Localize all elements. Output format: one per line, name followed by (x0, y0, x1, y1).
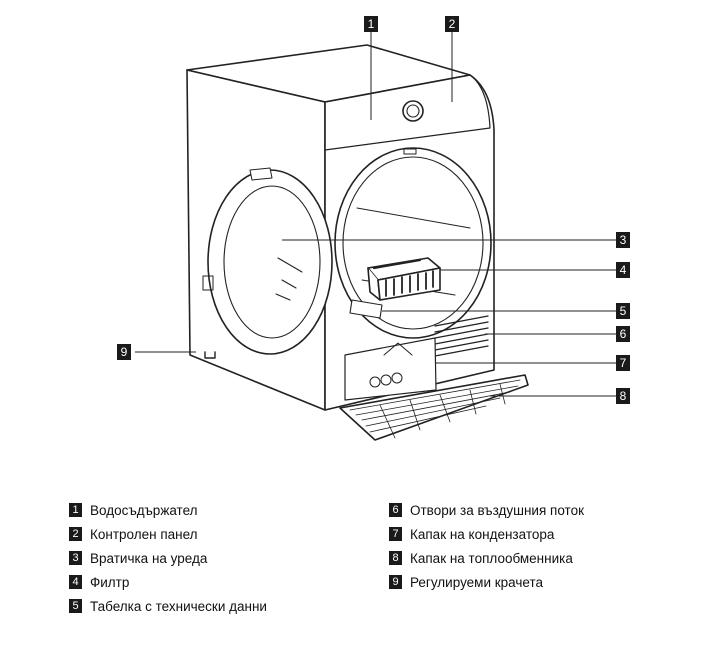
legend-left: 1 Водосъдържател 2 Контролен панел 3 Вра… (69, 498, 267, 618)
legend-number: 2 (69, 527, 82, 541)
legend-label: Капак на кондензатора (410, 527, 554, 542)
legend-label: Водосъдържател (90, 503, 198, 518)
legend-item: 1 Водосъдържател (69, 498, 267, 522)
legend-item: 9 Регулируеми крачета (389, 570, 584, 594)
legend-item: 6 Отвори за въздушния поток (389, 498, 584, 522)
callout-8: 8 (616, 388, 630, 404)
legend-number: 8 (389, 551, 402, 565)
svg-text:7: 7 (620, 356, 627, 370)
program-knob (403, 101, 423, 121)
legend-number: 7 (389, 527, 402, 541)
legend-label: Вратичка на уреда (90, 551, 207, 566)
legend-label: Капак на топлообменника (410, 551, 573, 566)
svg-text:2: 2 (449, 17, 456, 31)
callout-2: 2 (445, 16, 459, 32)
legend-item: 3 Вратичка на уреда (69, 546, 267, 570)
dryer-diagram: 1 2 3 4 5 6 7 8 9 (0, 0, 719, 470)
legend-number: 1 (69, 503, 82, 517)
legend-item: 7 Капак на кондензатора (389, 522, 584, 546)
legend-item: 4 Филтр (69, 570, 267, 594)
legend-number: 6 (389, 503, 402, 517)
svg-text:5: 5 (620, 304, 627, 318)
legend-right: 6 Отвори за въздушния поток 7 Капак на к… (389, 498, 584, 594)
svg-text:8: 8 (620, 389, 627, 403)
svg-text:3: 3 (620, 233, 627, 247)
svg-text:1: 1 (368, 17, 375, 31)
svg-text:9: 9 (121, 345, 128, 359)
legend-label: Табелка с технически данни (90, 599, 267, 614)
legend-item: 2 Контролен панел (69, 522, 267, 546)
legend-label: Регулируеми крачета (410, 575, 543, 590)
svg-text:6: 6 (620, 327, 627, 341)
callout-3: 3 (616, 232, 630, 248)
svg-text:4: 4 (620, 263, 627, 277)
legend-item: 5 Табелка с технически данни (69, 594, 267, 618)
callout-9: 9 (117, 344, 131, 360)
legend-number: 4 (69, 575, 82, 589)
legend-item: 8 Капак на топлообменника (389, 546, 584, 570)
legend-label: Контролен панел (90, 527, 198, 542)
callout-5: 5 (616, 303, 630, 319)
callout-1: 1 (364, 16, 378, 32)
callout-6: 6 (616, 326, 630, 342)
legend-label: Филтр (90, 575, 129, 590)
legend-number: 5 (69, 599, 82, 613)
callout-7: 7 (616, 355, 630, 371)
legend-label: Отвори за въздушния поток (410, 503, 584, 518)
legend-number: 3 (69, 551, 82, 565)
callout-4: 4 (616, 262, 630, 278)
legend-number: 9 (389, 575, 402, 589)
